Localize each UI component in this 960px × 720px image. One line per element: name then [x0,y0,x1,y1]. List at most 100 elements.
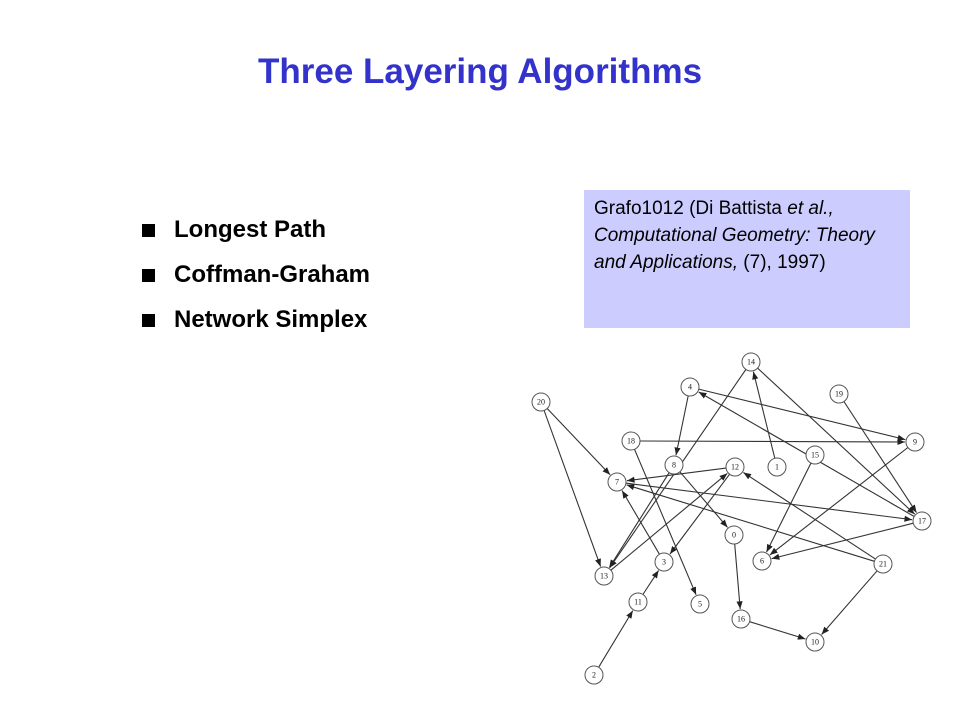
graph-node-circle [531,392,551,412]
graph-edge-21-7 [626,484,875,562]
graph-node-circle [584,665,604,685]
graph-node-circle [594,566,614,586]
graph-node-11: 11 [628,592,648,612]
graph-node-label: 9 [913,438,917,447]
graph-node-label: 11 [634,598,642,607]
graph-node-circle [621,431,641,451]
graph-node-10: 10 [805,632,825,652]
edges-layer [543,367,917,668]
graph-edge-19-17 [843,401,917,513]
graph-node-label: 7 [615,478,619,487]
graph-node-circle [654,552,674,572]
graph-node-label: 1 [775,463,779,472]
graph-edge-15-6 [766,462,812,553]
graph-edge-4-9 [698,388,906,441]
graph-node-label: 20 [537,398,545,407]
graph-edge-12-7 [626,467,727,483]
graph-edge-18-9 [639,438,906,446]
graph-node-label: 10 [811,638,819,647]
graph-node-label: 4 [688,383,692,392]
graph-edge-12-3 [669,473,731,555]
graph-node-13: 13 [594,566,614,586]
citation-box: Grafo1012 (Di Battista et al., Computati… [584,190,910,328]
graph-node-label: 21 [879,560,887,569]
graph-edge-4-8 [674,395,689,456]
graph-node-circle [873,554,893,574]
graph-node-3: 3 [654,552,674,572]
graph-node-circle [724,525,744,545]
bullet-label: Network Simplex [174,306,368,333]
graph-node-circle [628,592,648,612]
graph-node-circle [805,632,825,652]
graph-node-14: 14 [741,352,761,372]
graph-node-label: 16 [737,615,745,624]
graph-node-circle [752,551,772,571]
graph-edge-14-17 [757,367,916,515]
graph-node-label: 6 [760,557,764,566]
graph-edge-20-13 [543,410,602,567]
graph-node-circle [805,445,825,465]
graph-node-9: 9 [905,432,925,452]
graph-edge-9-6 [769,447,909,556]
citation-text-italic: et al., Computational Geometry: Theory a… [594,198,875,273]
graph-node-circle [664,455,684,475]
graph-node-circle [607,472,627,492]
graph-edge-17-6 [771,522,914,560]
graph-node-21: 21 [873,554,893,574]
graph-edge-21-12 [743,472,876,560]
bullet-item-longest-path: Longest Path [142,212,370,257]
square-bullet-icon [142,269,155,282]
graph-edge-16-10 [749,621,806,640]
graph-edge-21-10 [821,570,878,635]
graph-node-label: 18 [627,437,635,446]
graph-node-circle [690,594,710,614]
graph-edge-8-0 [679,471,728,528]
citation-text-start: Grafo1012 (Di Battista [594,198,788,219]
graph-edge-8-13 [608,472,670,568]
graph-edge-2-11 [598,610,634,668]
graph-node-circle [731,609,751,629]
bullet-item-coffman-graham: Coffman-Graham [142,257,370,302]
square-bullet-icon [142,314,155,327]
graph-node-label: 3 [662,558,666,567]
bullet-item-network-simplex: Network Simplex [142,302,370,347]
graph-node-circle [741,352,761,372]
graph-node-circle [905,432,925,452]
graph-node-label: 13 [600,572,608,581]
graph-node-18: 18 [621,431,641,451]
graph-node-circle [680,377,700,397]
graph-node-label: 0 [732,531,736,540]
graph-edge-20-7 [546,408,611,476]
graph-node-label: 19 [835,390,843,399]
graph-node-8: 8 [664,455,684,475]
graph-node-7: 7 [607,472,627,492]
bullet-label: Coffman-Graham [174,261,371,288]
graph-node-label: 2 [592,671,596,680]
graph-node-1: 1 [767,457,787,477]
graph-edge-0-16 [734,543,743,610]
graph-node-0: 0 [724,525,744,545]
bullet-list: Longest Path Coffman-Graham Network Simp… [142,212,370,347]
graph-edge-1-14 [752,371,776,459]
citation-text-end: (7), 1997) [738,252,826,273]
graph-node-19: 19 [829,384,849,404]
graph-node-4: 4 [680,377,700,397]
square-bullet-icon [142,224,155,237]
graph-node-5: 5 [690,594,710,614]
graph-node-circle [829,384,849,404]
graph-edge-7-17 [625,482,913,522]
graph-node-6: 6 [752,551,772,571]
graph-edge-13-12 [610,472,728,571]
graph-node-label: 14 [747,358,755,367]
graph-node-20: 20 [531,392,551,412]
graph-node-label: 8 [672,461,676,470]
graph-node-label: 15 [811,451,819,460]
graph-node-circle [725,457,745,477]
graph-edge-11-3 [642,570,660,595]
graph-node-15: 15 [805,445,825,465]
graph-node-12: 12 [725,457,745,477]
graph-node-16: 16 [731,609,751,629]
bullet-label: Longest Path [174,216,327,243]
